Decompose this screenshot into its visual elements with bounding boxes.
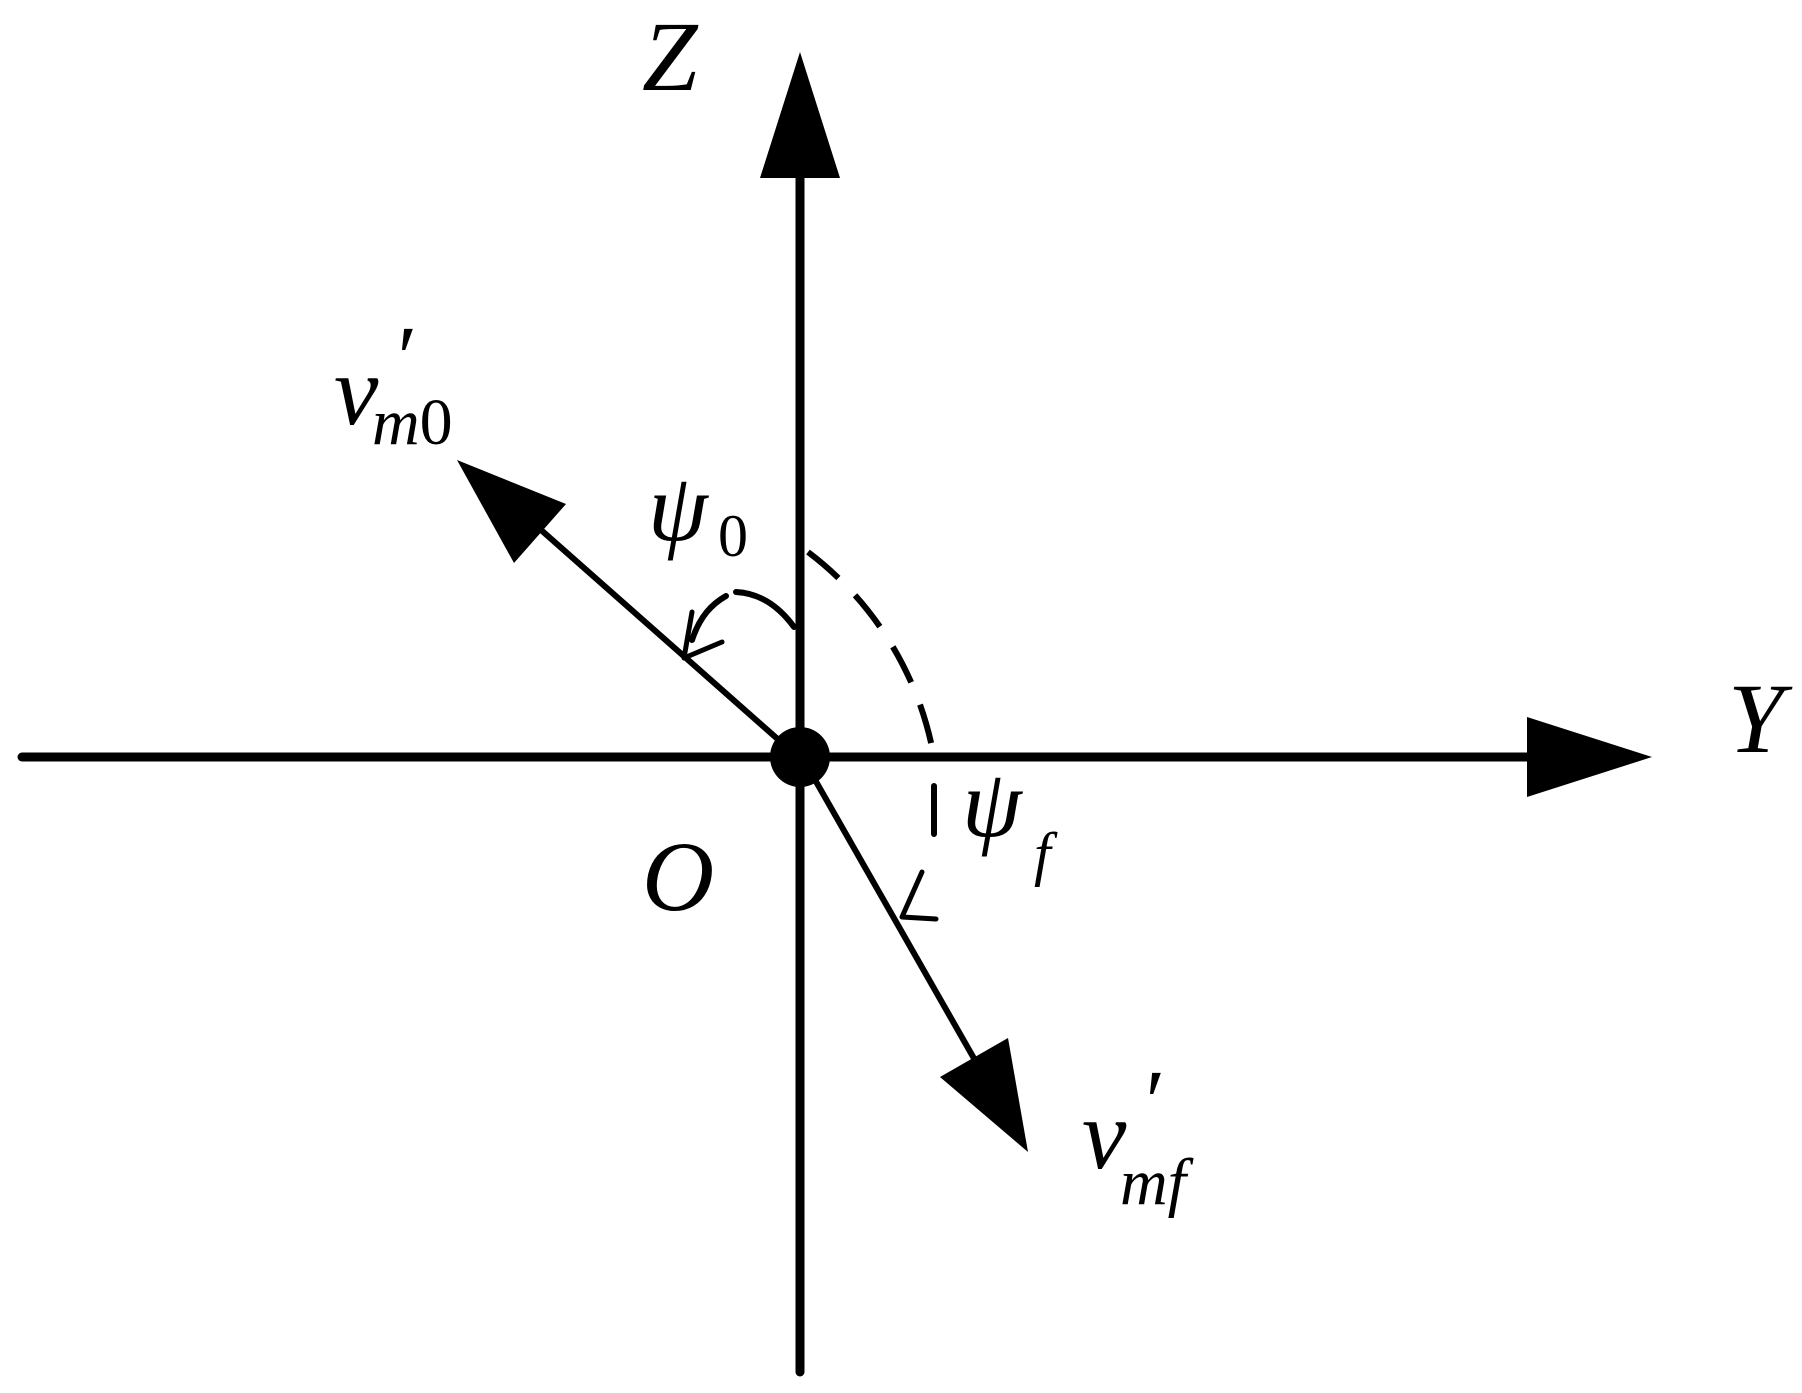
initial-angle-arc-path [689, 589, 797, 643]
final-velocity-prime: ′ [1140, 1053, 1161, 1152]
final-velocity-line [799, 754, 991, 1086]
initial-velocity-arrowhead [457, 460, 566, 563]
final-velocity-subscript: mf [1120, 1146, 1194, 1219]
initial-angle-subscript: 0 [718, 503, 748, 569]
final-velocity-label: v ′ mf [1082, 1053, 1194, 1219]
final-angle-arc-path [806, 549, 936, 753]
final-velocity-symbol: v [1082, 1079, 1127, 1190]
z-axis [760, 52, 840, 1377]
initial-angle-arc [681, 589, 797, 661]
initial-velocity-symbol: v [334, 335, 379, 446]
initial-velocity-subscript: m0 [372, 386, 453, 459]
initial-velocity-line [529, 519, 801, 760]
initial-velocity-prime: ′ [392, 309, 413, 408]
y-axis-arrowhead [1527, 717, 1652, 797]
final-angle-subscript: f [1034, 821, 1058, 887]
y-axis [17, 717, 1652, 797]
z-axis-arrowhead [760, 52, 840, 178]
initial-velocity-subscript-upright: 0 [420, 386, 453, 459]
final-angle-arc-arrowhead [899, 869, 939, 922]
z-axis-label: Z [642, 1, 699, 112]
initial-velocity-label: v ′ m0 [334, 309, 453, 459]
final-angle-arc [806, 549, 939, 922]
final-angle-label: ψ f [962, 750, 1058, 887]
initial-angle-symbol: ψ [648, 454, 709, 561]
final-angle-symbol: ψ [962, 750, 1023, 857]
initial-velocity-subscript-italic: m [372, 386, 420, 459]
y-axis-label: Y [1728, 663, 1793, 774]
initial-angle-arc-arrowhead [681, 609, 725, 661]
origin-dot [770, 727, 830, 787]
final-velocity-vector [799, 754, 1028, 1152]
final-velocity-arrowhead [940, 1038, 1028, 1152]
initial-velocity-vector [457, 460, 801, 760]
origin-label: O [642, 821, 714, 932]
initial-angle-label: ψ 0 [648, 454, 748, 569]
